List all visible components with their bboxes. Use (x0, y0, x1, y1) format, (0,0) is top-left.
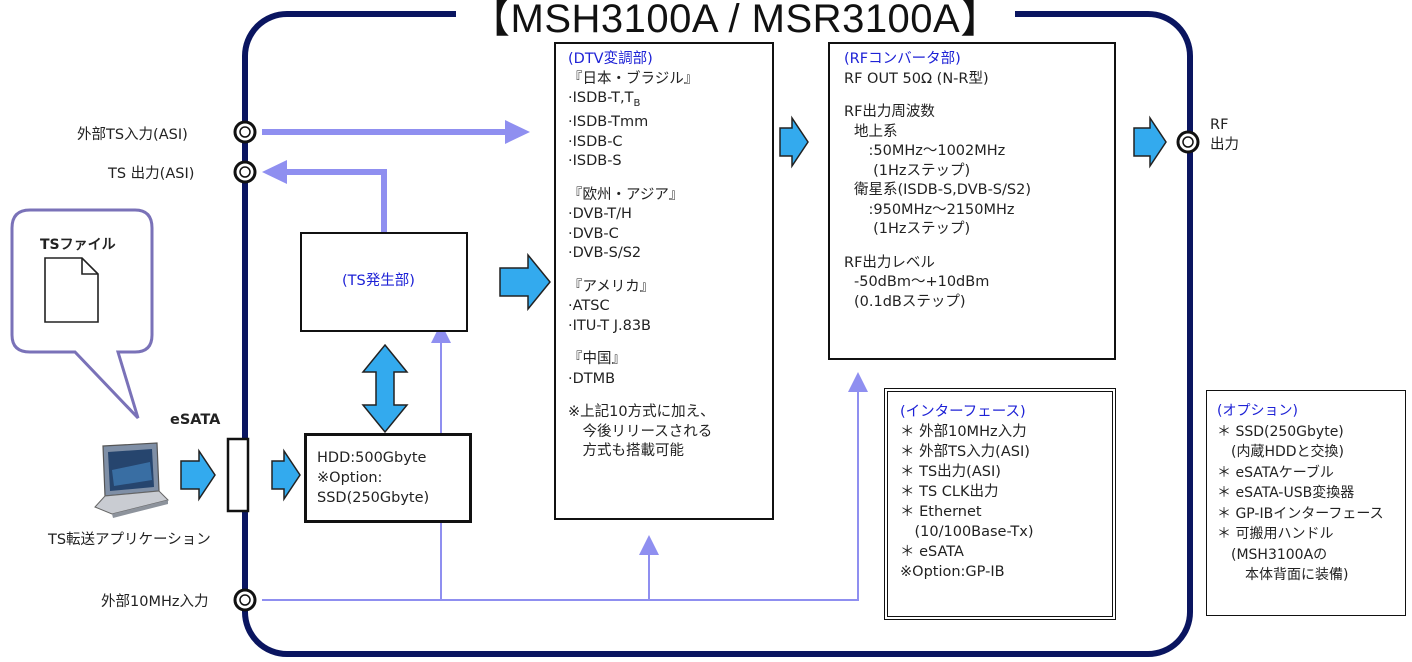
port-ts-out-icon (233, 160, 257, 184)
dtv-item: ·DTMB (568, 370, 616, 387)
dtv-item: ·DVB-S/S2 (568, 245, 642, 262)
options-box: (オプション) ＊ SSD(250Gbyte) (内蔵HDDと交換) ＊ eSA… (1206, 390, 1406, 616)
ts-out-arrow (262, 160, 387, 232)
interface-title: (インターフェース) (900, 404, 1026, 420)
arrow-dtv-to-rf (779, 115, 809, 169)
port-ext-ts-in-icon (233, 120, 257, 144)
dtv-item: ·ISDB-T,TB (568, 90, 641, 109)
dtv-item: ·ISDB-C (568, 133, 623, 150)
dtv-note: 今後リリースされる (568, 423, 713, 440)
arrow-laptop-to-esata (180, 448, 216, 502)
dtv-item: ·DVB-C (568, 225, 619, 242)
interface-box: (インターフェース) ＊ 外部10MHz入力 ＊ 外部TS入力(ASI) ＊ T… (884, 388, 1116, 620)
port-10mhz-icon (233, 588, 257, 612)
label-ext-ts-in: 外部TS入力(ASI) (77, 127, 188, 143)
rf-out-spec: RF OUT 50Ω (N-R型) (844, 70, 989, 87)
laptop-label: TS転送アプリケーション (48, 532, 211, 548)
callout-label: TSファイル (40, 237, 116, 253)
dtv-modulator-box: (DTV変調部) 『日本・ブラジル』 ·ISDB-T,TB ·ISDB-Tmm … (554, 42, 774, 520)
options-title: (オプション) (1217, 403, 1298, 419)
hdd-text: HDD:500Gbyte ※Option: SSD(250Gbyte) (317, 450, 430, 506)
label-ts-out: TS 出力(ASI) (108, 166, 195, 182)
arrow-esata-to-hdd (271, 448, 301, 502)
dtv-group-china-header: 『中国』 (568, 351, 626, 368)
dtv-group-japan-header: 『日本・ブラジル』 (568, 70, 699, 87)
dtv-group-america-header: 『アメリカ』 (568, 278, 655, 295)
arrow-tsgen-to-dtv (499, 252, 551, 312)
dtv-text: (DTV変調部) 『日本・ブラジル』 ·ISDB-T,TB ·ISDB-Tmm … (568, 50, 715, 462)
ts-generator-box: (TS発生部) (300, 232, 468, 332)
rf-title: (RFコンバータ部) (844, 51, 961, 67)
rf-text: (RFコンバータ部) RF OUT 50Ω (N-R型) RF出力周波数 地上系… (844, 51, 1031, 310)
dtv-item: ·ISDB-Tmm (568, 114, 649, 131)
dtv-item: ·ITU-T J.83B (568, 317, 652, 334)
interface-text: (インターフェース) ＊ 外部10MHz入力 ＊ 外部TS入力(ASI) ＊ T… (900, 404, 1034, 580)
diagram-title: 【MSH3100A / MSR3100A】 (456, 0, 1015, 44)
port-rf-out-icon (1176, 130, 1200, 154)
dtv-group-europe-header: 『欧州・アジア』 (568, 186, 684, 203)
arrow-rf-out (1133, 115, 1167, 169)
document-icon (44, 257, 99, 323)
arrow-tsgen-hdd-bidir (361, 343, 409, 434)
dtv-note: ※上記10方式に加え、 (568, 404, 715, 421)
rf-freq-title: RF出力周波数 (844, 104, 935, 120)
esata-label: eSATA (170, 412, 221, 428)
dtv-item: ·DVB-T/H (568, 206, 632, 223)
rf-level-title: RF出力レベル (844, 254, 935, 271)
dtv-item: ·ISDB-S (568, 153, 622, 170)
esata-connector (226, 437, 250, 513)
label-ext-10mhz: 外部10MHz入力 (101, 594, 209, 610)
laptop-icon (94, 442, 169, 518)
ext-ts-in-arrow (262, 120, 530, 144)
dtv-item: ·ATSC (568, 298, 610, 315)
block-arrows (180, 115, 1167, 502)
dtv-title: (DTV変調部) (568, 51, 653, 67)
ts-generator-title: (TS発生部) (342, 273, 415, 289)
port-connectors (233, 120, 1200, 612)
rf-converter-box: (RFコンバータ部) RF OUT 50Ω (N-R型) RF出力周波数 地上系… (828, 42, 1116, 360)
hdd-box: HDD:500Gbyte ※Option: SSD(250Gbyte) (304, 433, 472, 523)
options-text: (オプション) ＊ SSD(250Gbyte) (内蔵HDDと交換) ＊ eSA… (1217, 403, 1384, 583)
dtv-note: 方式も搭載可能 (568, 443, 684, 460)
